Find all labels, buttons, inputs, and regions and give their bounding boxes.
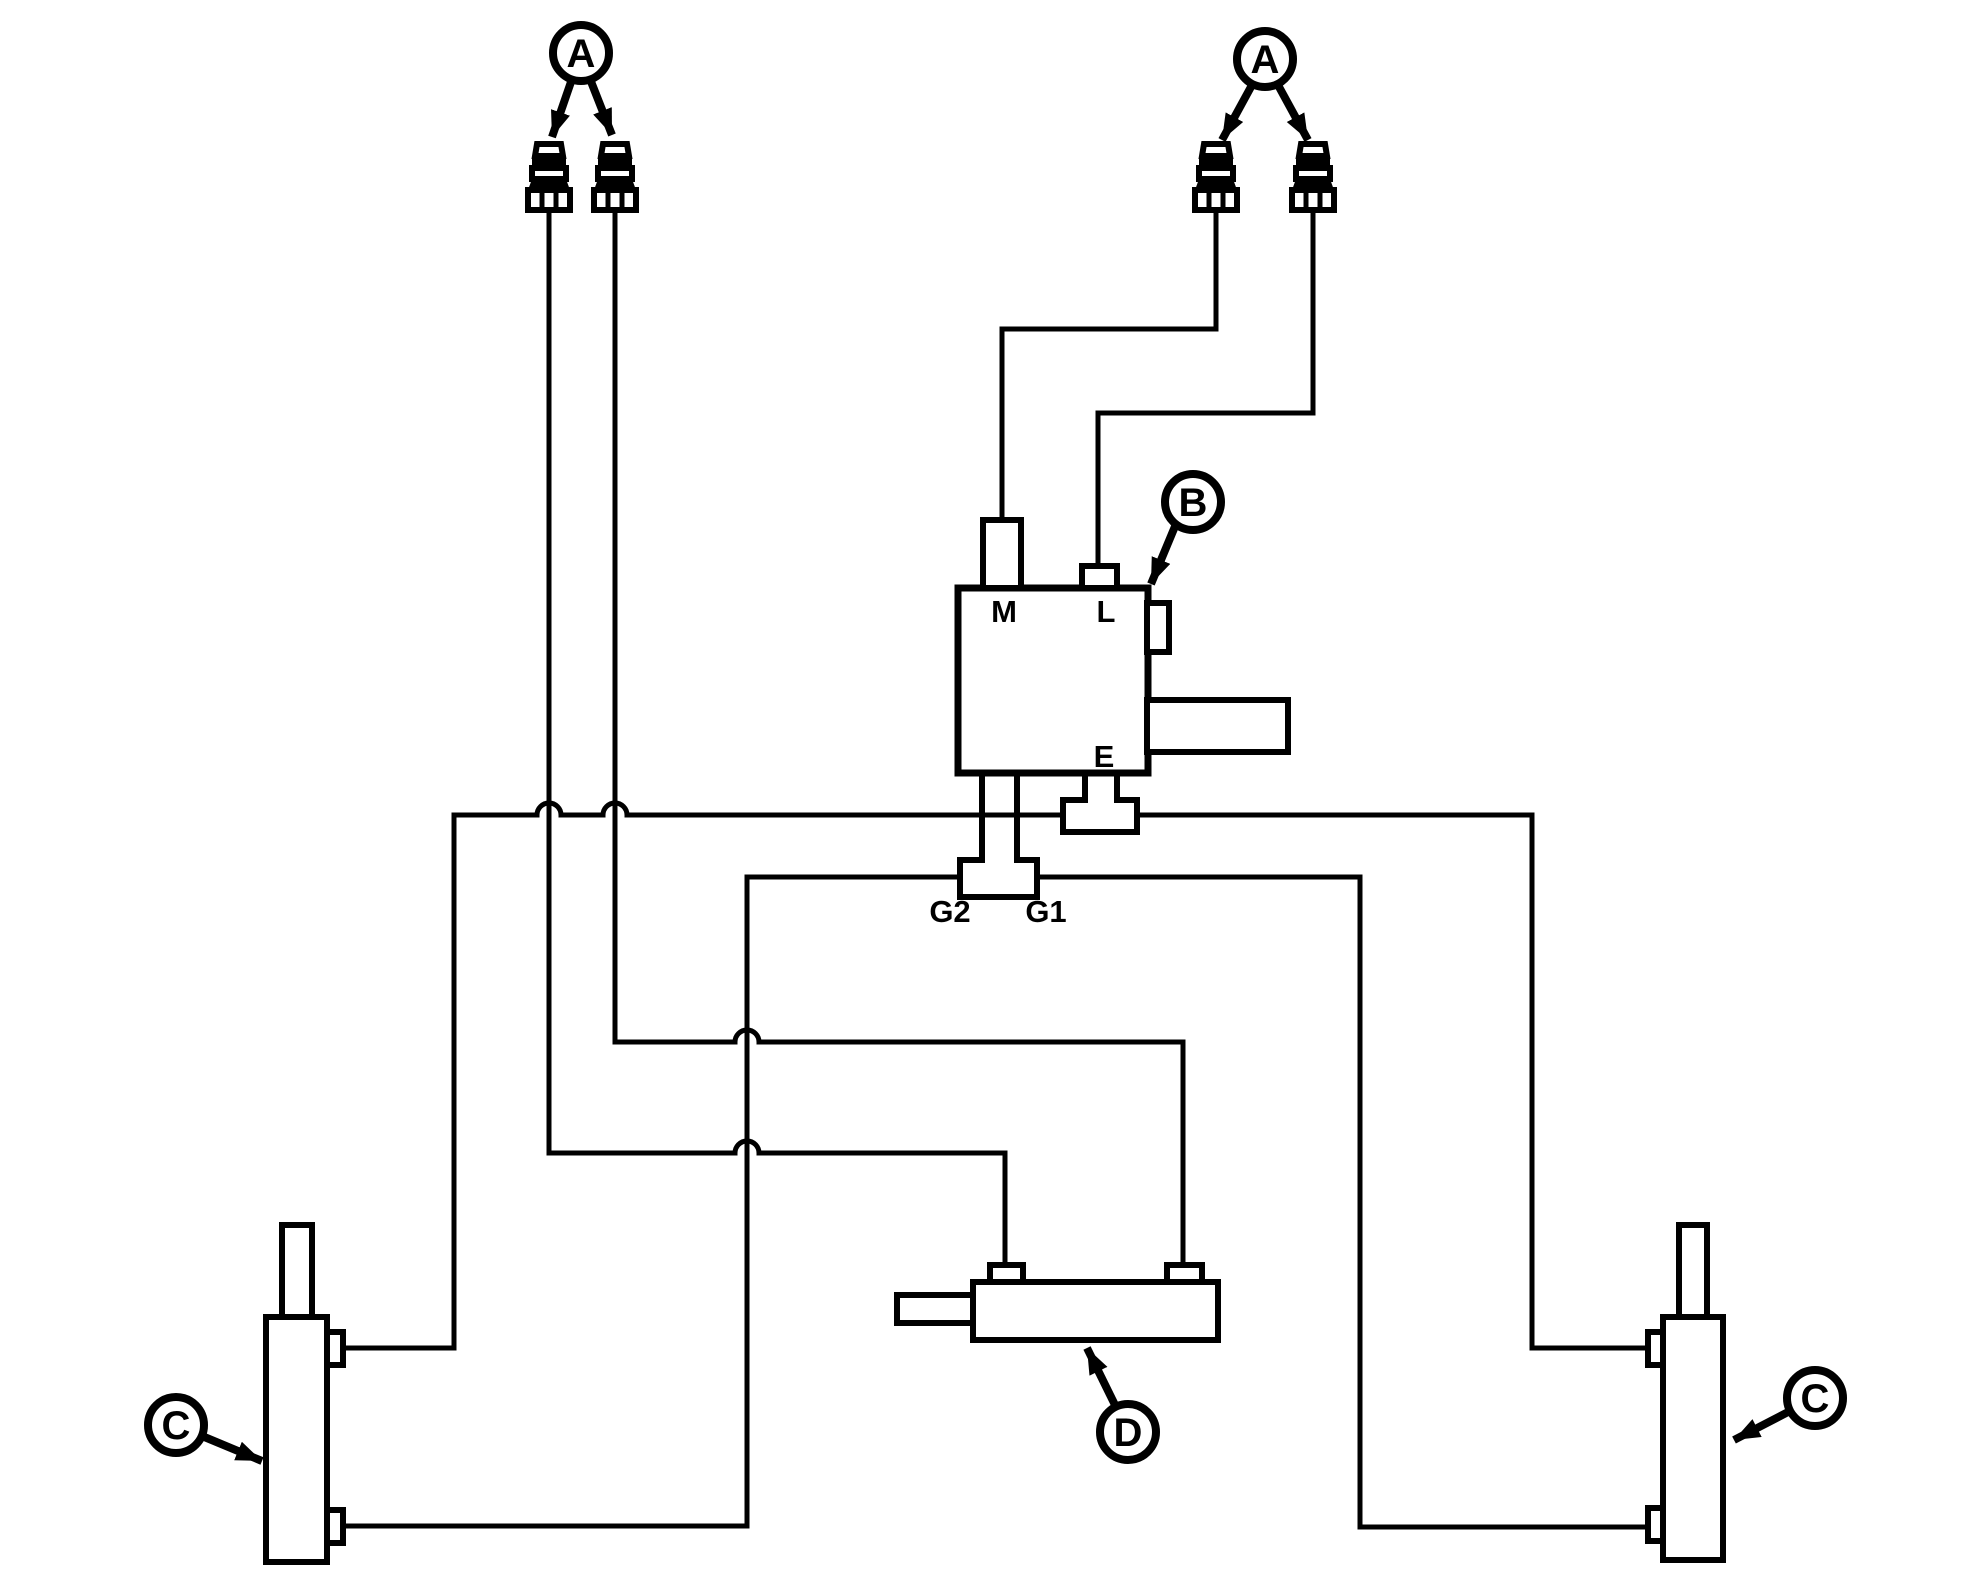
cylinder-d-rod [894,1292,980,1326]
cylinder-d [894,1262,1221,1343]
valve-port-g-tee [957,773,1040,900]
cylinder-d-right-port [1164,1262,1205,1285]
pipe-coupler3-to-port-m [999,209,1219,524]
callout-a-left-label: A [567,32,596,76]
callout-d-circle [1096,1400,1160,1464]
callout-c-right-circle [1783,1366,1847,1430]
callout-arrow [1218,83,1256,142]
cylinder-right-top-port [1645,1329,1666,1368]
callout-arrow [1147,522,1180,586]
callout-a-left-circle [549,21,613,85]
cylinder-d-body [970,1279,1221,1343]
valve-port-l-fitting [1079,563,1120,591]
callout-arrow [200,1432,264,1465]
port-label-l: L [1097,594,1116,629]
callout-c-left-label: C [162,1404,191,1448]
valve-mount-tab [1144,697,1291,755]
cylinder-right-bottom-port [1645,1505,1666,1544]
cylinder-left-bottom-port [324,1507,346,1546]
port-label-e: E [1094,739,1115,774]
cylinder-right-body [1660,1314,1726,1563]
pipe-coupler4-to-port-l [1095,209,1316,568]
pipe-e-to-cylinder-right-top [1137,812,1651,1351]
pipe-g2-to-cylinder-left-bottom [343,874,960,1529]
port-label-g1: G1 [1025,894,1066,929]
cylinder-d-left-port [987,1262,1026,1285]
valve-block: M L E G2 G1 [929,517,1291,929]
valve-side-port [1144,600,1172,655]
valve-body [954,584,1152,777]
callout-a-right-circle [1233,27,1297,91]
callout-arrow [586,77,616,137]
port-label-g2: G2 [929,894,970,929]
pipe-g1-to-cylinder-right-bottom [1037,874,1651,1530]
cylinder-left-body [263,1314,330,1565]
cylinder-left-top-port [324,1329,346,1368]
coupler-icon-3 [1195,144,1237,210]
coupler-icon-1 [528,144,570,210]
callout-arrow [1274,83,1312,142]
cylinder-left [263,1222,346,1565]
callouts: A A B C C D [144,21,1847,1465]
cylinder-right [1645,1222,1726,1563]
callout-arrow [548,77,576,139]
callout-b-label: B [1179,481,1208,525]
callout-c-left-circle [144,1393,208,1457]
pipe-cylinder-left-top-to-e [343,800,1063,1351]
callout-arrow [1732,1407,1792,1444]
valve-port-e-tee [1060,773,1140,835]
callout-b-circle [1161,470,1225,534]
cylinder-right-rod [1676,1222,1710,1323]
cylinder-left-rod [279,1222,315,1323]
callout-c-right-label: C [1801,1377,1830,1421]
port-label-m: M [991,594,1017,629]
coupler-icon-2 [594,144,636,210]
callout-a-right-label: A [1251,38,1280,82]
coupler-icon-4 [1292,144,1334,210]
callout-d-label: D [1114,1411,1143,1455]
valve-port-m-fitting [980,517,1024,591]
callout-arrow [1083,1346,1120,1409]
pipes [343,209,1651,1530]
